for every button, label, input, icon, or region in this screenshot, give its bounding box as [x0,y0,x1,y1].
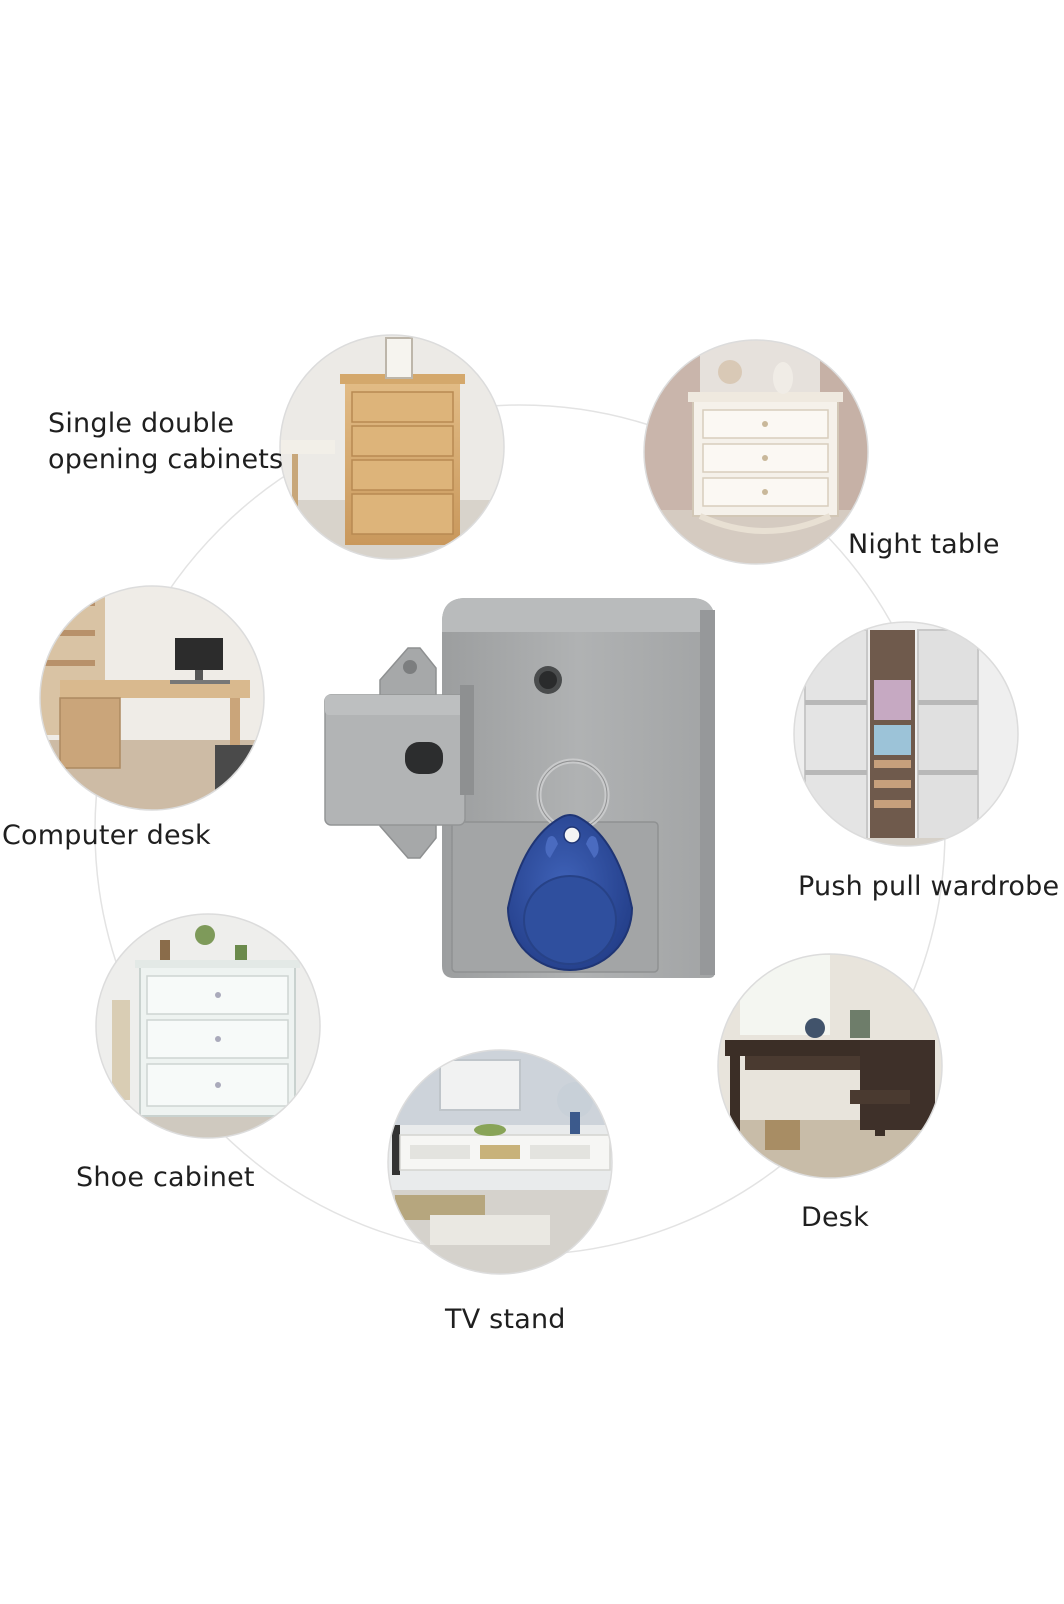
shoe-cabinet-photo [96,914,320,1138]
label-line-2: opening cabinets [48,444,284,475]
label-desk: Desk [801,1202,869,1233]
computer-desk-photo [40,586,264,810]
rfid-cabinet-lock-with-keyfob [324,598,715,978]
label-line-1: Single double [48,408,235,439]
label-night-table: Night table [848,529,1000,560]
tv-stand-photo [388,1050,612,1274]
wardrobe-photo [794,622,1018,846]
night-table-photo [644,340,868,564]
label-computer-desk: Computer desk [2,820,211,851]
label-tv-stand: TV stand [445,1304,566,1335]
desk-photo [718,954,942,1178]
dresser-photo [280,335,504,559]
label-shoe-cabinet: Shoe cabinet [76,1162,255,1193]
label-push-pull-wardrobe: Push pull wardrobe [798,871,1060,902]
label-single-double-opening-cabinets: Single double opening cabinets [48,406,283,478]
